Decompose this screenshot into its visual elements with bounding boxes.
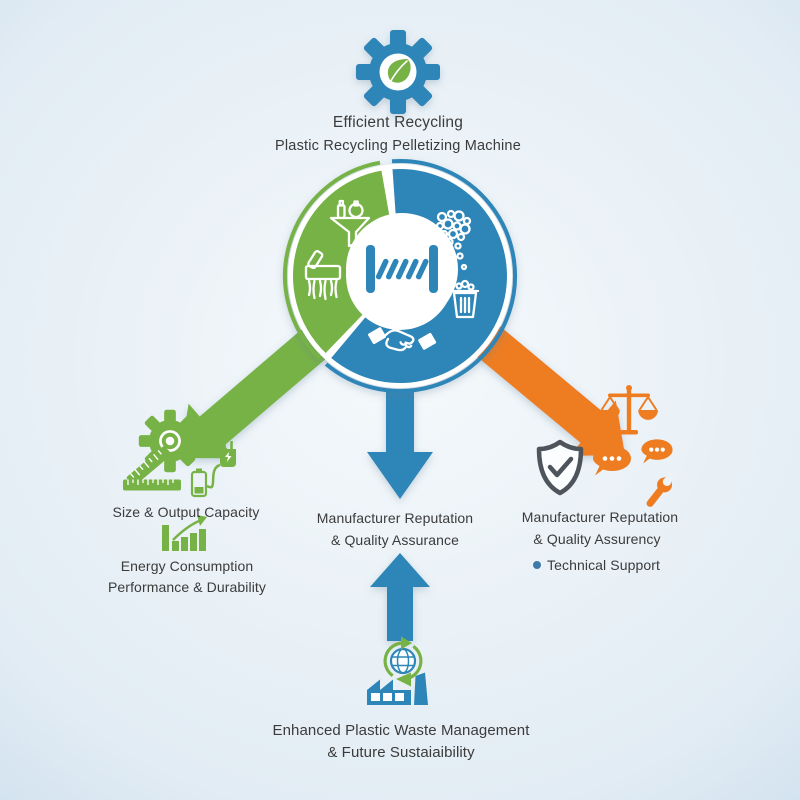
left-sub-line1: Energy Consumption	[121, 558, 254, 574]
recycle-globe-icon	[383, 636, 423, 687]
leaf-icon	[387, 59, 411, 85]
wrench-icon	[646, 472, 676, 507]
right-label-line1: Manufacturer Reputation	[522, 509, 678, 525]
ring-segment-blue	[331, 169, 507, 384]
bar-chart-growth-icon	[162, 515, 207, 551]
left-sub-line2: Performance & Durability	[108, 579, 266, 595]
middle-label-line1: Manufacturer Reputation	[317, 510, 473, 526]
process-ring	[283, 159, 517, 394]
arrow-right-orange	[475, 326, 625, 456]
ring-segment-green	[292, 170, 391, 353]
main-subtitle: Plastic Recycling Pelletizing Machine	[275, 138, 521, 154]
arrow-left-green	[180, 328, 328, 459]
ruler-icon	[126, 446, 172, 486]
gear-leaf-icon	[356, 30, 440, 114]
factory-icon	[367, 672, 428, 705]
middle-label-line2: & Quality Assurance	[331, 532, 459, 548]
left-branch-icons	[123, 409, 236, 551]
battery-icon	[190, 468, 208, 498]
main-title: Efficient Recycling	[333, 114, 463, 131]
bottom-label-line2: & Future Sustaiaibility	[327, 744, 475, 761]
ring-rim-green	[283, 160, 381, 361]
right-branch-icons	[536, 385, 676, 507]
arrow-down-blue	[367, 390, 433, 499]
right-label-line2: & Quality Assurency	[533, 531, 660, 547]
left-heading: Size & Output Capacity	[113, 504, 260, 520]
handshake-icon	[368, 327, 437, 352]
power-cord	[206, 463, 221, 489]
pellet-bin-icon	[450, 279, 480, 319]
bottom-branch-icons	[367, 636, 428, 705]
ring-rim-blue	[324, 159, 517, 394]
shredder-icon	[304, 250, 342, 301]
arrow-up-blue	[370, 553, 430, 641]
extruder-screw-icon	[366, 245, 438, 293]
right-bullet-label: Technical Support	[547, 557, 660, 573]
power-plug-icon	[220, 441, 236, 467]
bullet-dot	[533, 561, 541, 569]
ruler-horizontal-icon	[123, 479, 181, 491]
chat-bubble-icon	[641, 439, 673, 464]
bottom-label-line1: Enhanced Plastic Waste Management	[272, 722, 530, 739]
shield-check-icon	[536, 439, 584, 496]
chat-bubble-icon	[593, 446, 631, 476]
balance-scale-icon	[600, 385, 658, 435]
